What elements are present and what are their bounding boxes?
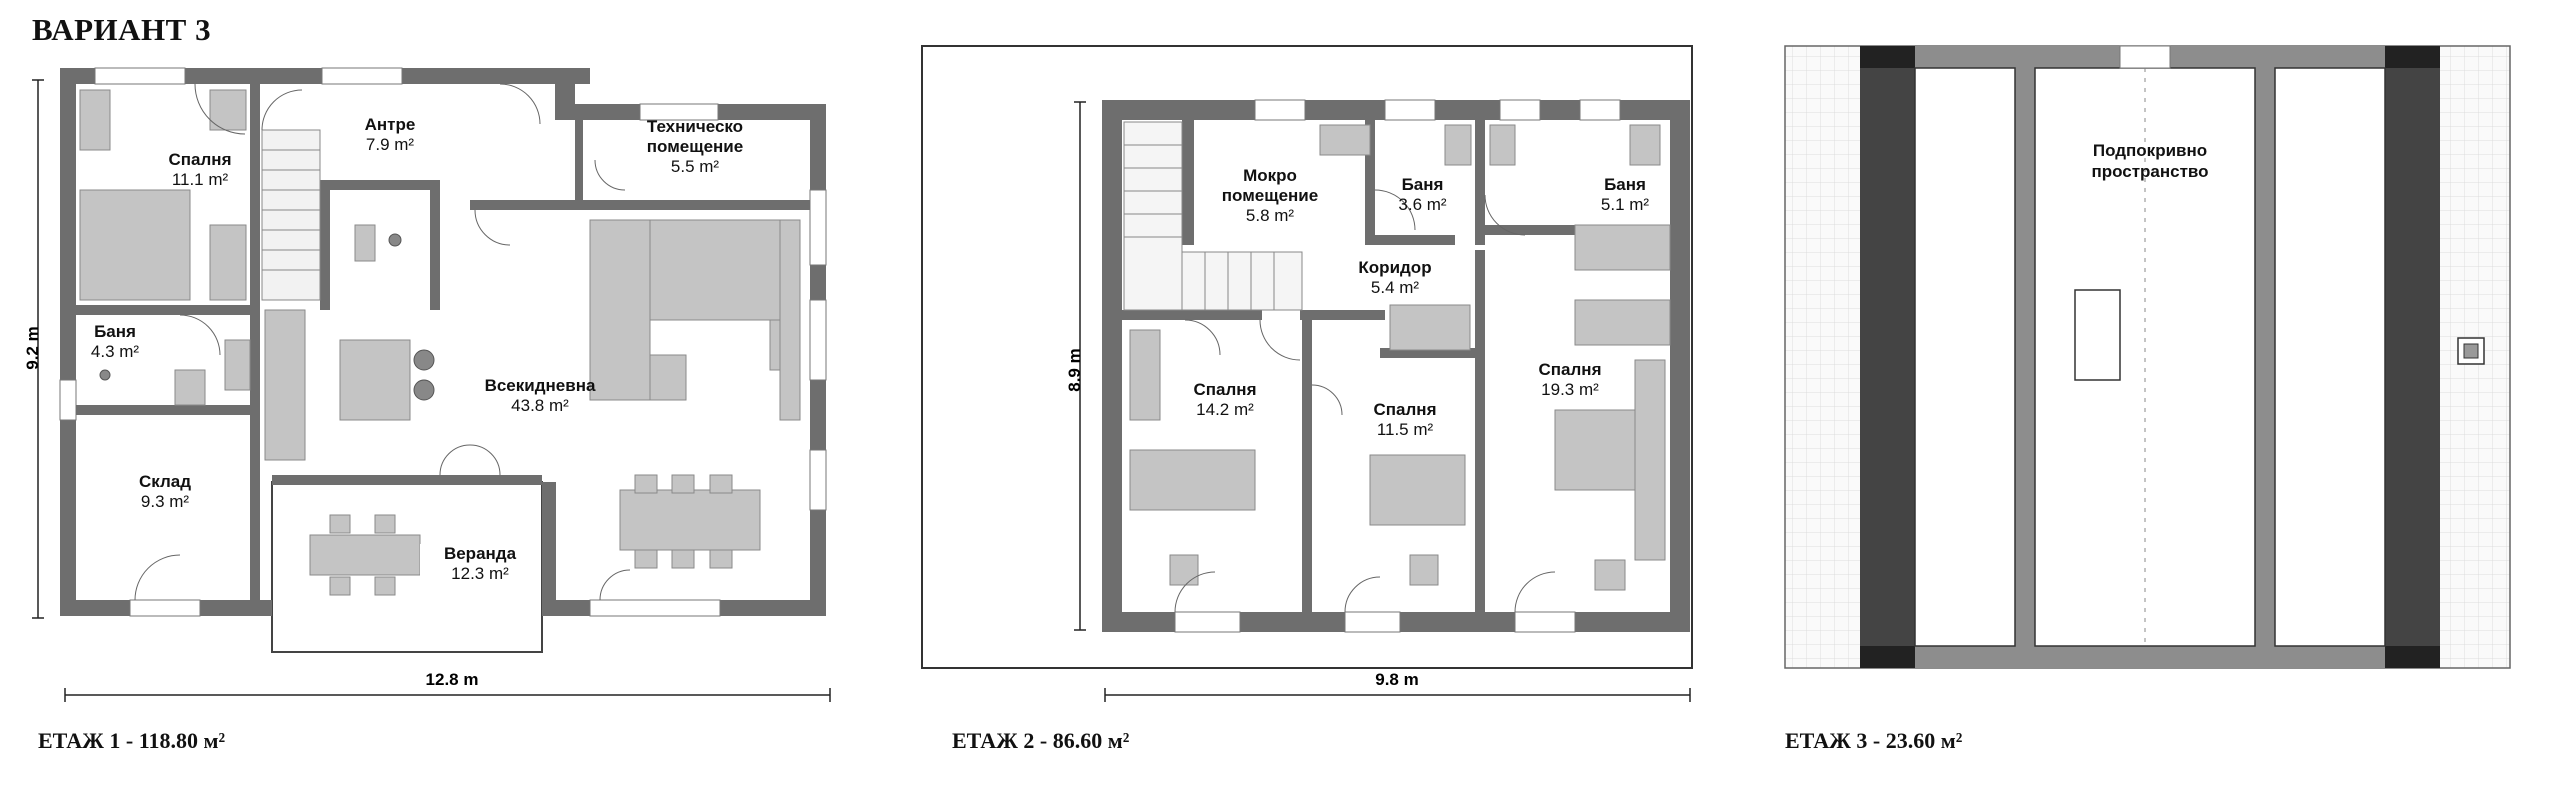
floor-2-width-label: 9.8 m bbox=[1375, 670, 1418, 689]
floor-2-caption: ЕТАЖ 2 - 86.60 м² bbox=[952, 728, 1130, 753]
room-label-attic: Подпокривно пространство bbox=[2075, 140, 2225, 182]
room-area: 9.3 m² bbox=[140, 492, 190, 511]
room-name: Спалня bbox=[1193, 380, 1257, 399]
room-label-bathroom-2a: Баня 3.6 m² bbox=[1375, 175, 1470, 215]
room-label-living-room: Всекидневна 43.8 m² bbox=[460, 376, 620, 416]
floor-2-stairs bbox=[1123, 121, 1303, 311]
floor-1-stairs bbox=[261, 129, 321, 301]
floor-1-furniture bbox=[79, 89, 801, 596]
floor-1-height-label: 9.2 m bbox=[23, 326, 42, 369]
room-area: 5.1 m² bbox=[1600, 195, 1650, 214]
floor-1-windows bbox=[59, 67, 827, 617]
room-name: Антре bbox=[364, 115, 416, 134]
room-name: Мокро помещение bbox=[1221, 166, 1319, 205]
room-name: Склад bbox=[138, 472, 192, 491]
room-area: 43.8 m² bbox=[511, 396, 569, 415]
room-name: Спалня bbox=[1538, 360, 1602, 379]
room-area: 4.3 m² bbox=[90, 342, 140, 361]
attic-window bbox=[2119, 45, 2171, 69]
room-area: 5.4 m² bbox=[1370, 278, 1420, 297]
room-area: 3.6 m² bbox=[1398, 195, 1447, 214]
room-name: Баня bbox=[94, 322, 136, 341]
room-name: Баня bbox=[1604, 175, 1646, 194]
floor-2-windows bbox=[1174, 99, 1621, 633]
room-name: Всекидневна bbox=[484, 376, 596, 395]
room-area: 14.2 m² bbox=[1196, 400, 1254, 419]
room-name: Спалня bbox=[1373, 400, 1437, 419]
roof-hatch bbox=[2074, 289, 2121, 381]
room-name: Техническо помещение bbox=[646, 117, 744, 156]
room-label-veranda: Веранда 12.3 m² bbox=[420, 544, 540, 584]
room-area: 19.3 m² bbox=[1541, 380, 1599, 399]
floor-2-height-label: 8.9 m bbox=[1065, 348, 1084, 391]
room-area: 11.5 m² bbox=[1376, 420, 1434, 439]
room-area: 11.1 m² bbox=[171, 170, 229, 189]
floor-2-door-swings bbox=[1174, 189, 1556, 613]
room-area: 7.9 m² bbox=[365, 135, 415, 154]
floor-2-frame bbox=[921, 45, 1693, 669]
room-name: Баня bbox=[1401, 175, 1444, 194]
room-label-bedroom-2b: Спалня 11.5 m² bbox=[1340, 400, 1470, 440]
room-label-technical: Техническо помещение 5.5 m² bbox=[620, 117, 770, 177]
floor-1-height-dimension bbox=[32, 79, 44, 619]
room-area: 5.5 m² bbox=[670, 157, 720, 176]
floor-2-furniture bbox=[1129, 124, 1671, 591]
chimney-icon bbox=[2457, 337, 2485, 365]
floor-2-height-dimension bbox=[1074, 101, 1086, 631]
room-label-storage: Склад 9.3 m² bbox=[105, 472, 225, 512]
room-area: 5.8 m² bbox=[1245, 206, 1295, 225]
room-label-wet-room: Мокро помещение 5.8 m² bbox=[1200, 166, 1340, 226]
room-name: Подпокривно пространство bbox=[2091, 141, 2209, 181]
floor-3-caption: ЕТАЖ 3 - 23.60 м² bbox=[1785, 728, 1963, 753]
room-label-corridor: Коридор 5.4 m² bbox=[1335, 258, 1455, 298]
room-name: Коридор bbox=[1358, 258, 1432, 277]
room-label-hall: Антре 7.9 m² bbox=[335, 115, 445, 155]
floor-1-width-label: 12.8 m bbox=[426, 670, 479, 689]
attic-rooms bbox=[1914, 67, 2386, 647]
room-name: Веранда bbox=[443, 544, 517, 563]
room-name: Спалня bbox=[168, 150, 232, 169]
floor-1-interior-walls bbox=[76, 84, 810, 600]
variant-title: ВАРИАНТ 3 bbox=[32, 12, 212, 47]
floor-1-round-fixtures bbox=[99, 233, 435, 401]
room-area: 12.3 m² bbox=[451, 564, 509, 583]
room-label-bedroom-1: Спалня 11.1 m² bbox=[135, 150, 265, 190]
floor-1-width-dimension bbox=[64, 688, 831, 702]
room-label-bathroom-2b: Баня 5.1 m² bbox=[1580, 175, 1670, 215]
floor-1-door-swings bbox=[134, 83, 631, 601]
room-label-bathroom-1: Баня 4.3 m² bbox=[75, 322, 155, 362]
floor-2-width-dimension bbox=[1104, 688, 1691, 702]
floor-1-caption: ЕТАЖ 1 - 118.80 м² bbox=[38, 728, 226, 753]
room-label-bedroom-2a: Спалня 14.2 m² bbox=[1160, 380, 1290, 420]
room-label-bedroom-2c: Спалня 19.3 m² bbox=[1500, 360, 1640, 400]
